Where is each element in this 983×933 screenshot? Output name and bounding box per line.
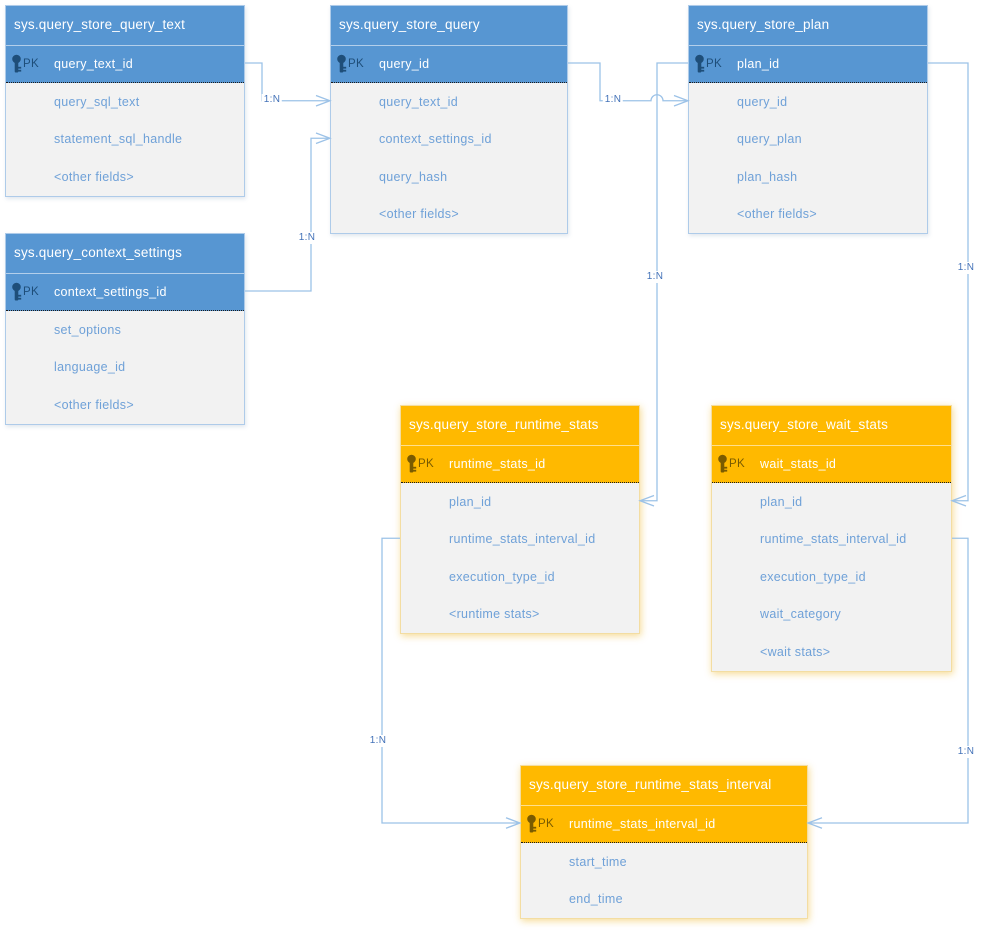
field-row: execution_type_id xyxy=(760,569,866,584)
table-title: sys.query_store_query xyxy=(331,6,567,45)
field-row: query_text_id xyxy=(379,94,458,109)
arrowhead-icon xyxy=(673,94,690,107)
entity-query-store-wait-stats[interactable]: sys.query_store_wait_stats PK wait_stats… xyxy=(711,405,952,672)
field-row: query_id xyxy=(737,94,788,109)
table-title: sys.query_store_plan xyxy=(689,6,927,45)
field-row: runtime_stats_interval_id xyxy=(760,532,907,547)
field-row: statement_sql_handle xyxy=(54,132,183,147)
pk-badge: PK xyxy=(706,58,722,70)
pk-field-name: runtime_stats_id xyxy=(449,457,546,471)
field-row: <other fields> xyxy=(379,207,459,222)
table-title: sys.query_context_settings xyxy=(6,234,244,273)
field-row: wait_category xyxy=(760,607,842,622)
pk-row: PK runtime_stats_id xyxy=(401,445,639,483)
field-row: runtime_stats_interval_id xyxy=(449,532,596,547)
cardinality-label: 1:N xyxy=(367,735,389,747)
cardinality-label: 1:N xyxy=(602,94,624,106)
field-row: end_time xyxy=(569,892,623,907)
pk-row: PK wait_stats_id xyxy=(712,445,951,483)
table-title: sys.query_store_query_text xyxy=(6,6,244,45)
pk-badge: PK xyxy=(348,58,364,70)
pk-badge: PK xyxy=(729,458,745,470)
field-row: <other fields> xyxy=(54,397,134,412)
table-title: sys.query_store_runtime_stats_interval xyxy=(521,766,807,805)
entity-query-store-query-text[interactable]: sys.query_store_query_text PK query_text… xyxy=(5,5,245,197)
table-body: query_id query_plan plan_hash <other fie… xyxy=(689,83,927,233)
arrowhead-icon xyxy=(505,817,522,829)
primary-key-icon xyxy=(717,454,728,474)
pk-badge: PK xyxy=(418,458,434,470)
pk-row: PK query_id xyxy=(331,45,567,83)
pk-row: PK plan_id xyxy=(689,45,927,83)
pk-row: PK context_settings_id xyxy=(6,273,244,311)
cardinality-label: 1:N xyxy=(955,262,977,274)
pk-field-name: runtime_stats_interval_id xyxy=(569,817,716,831)
pk-row: PK query_text_id xyxy=(6,45,244,83)
field-row: <other fields> xyxy=(54,169,134,184)
rel-context-settings-to-query xyxy=(245,137,330,292)
table-body: plan_id runtime_stats_interval_id execut… xyxy=(401,483,639,633)
arrowhead-icon xyxy=(315,132,332,145)
entity-query-store-runtime-stats[interactable]: sys.query_store_runtime_stats PK runtime… xyxy=(400,405,640,634)
pk-row: PK runtime_stats_interval_id xyxy=(521,805,807,843)
entity-query-store-query[interactable]: sys.query_store_query PK query_id query_… xyxy=(330,5,568,234)
primary-key-icon xyxy=(11,282,22,302)
pk-field-name: plan_id xyxy=(737,57,780,71)
cardinality-label: 1:N xyxy=(261,94,283,106)
pk-field-name: query_id xyxy=(379,57,430,71)
field-row: start_time xyxy=(569,854,627,869)
field-row: language_id xyxy=(54,360,126,375)
field-row: query_hash xyxy=(379,169,448,184)
entity-query-store-plan[interactable]: sys.query_store_plan PK plan_id query_id… xyxy=(688,5,928,234)
arrowhead-icon xyxy=(638,494,655,507)
entity-query-store-runtime-stats-interval[interactable]: sys.query_store_runtime_stats_interval P… xyxy=(520,765,808,919)
arrowhead-icon xyxy=(806,817,823,829)
primary-key-icon xyxy=(406,454,417,474)
field-row: execution_type_id xyxy=(449,569,555,584)
primary-key-icon xyxy=(526,814,537,834)
primary-key-icon xyxy=(336,54,347,74)
pk-badge: PK xyxy=(23,58,39,70)
pk-field-name: query_text_id xyxy=(54,57,133,71)
field-row: query_plan xyxy=(737,132,802,147)
table-body: query_sql_text statement_sql_handle <oth… xyxy=(6,83,244,196)
arrowhead-icon xyxy=(950,494,967,507)
cardinality-label: 1:N xyxy=(955,746,977,758)
field-row: set_options xyxy=(54,322,122,337)
entity-query-context-settings[interactable]: sys.query_context_settings PK context_se… xyxy=(5,233,245,425)
field-row: context_settings_id xyxy=(379,132,492,147)
rel-query-to-plan xyxy=(568,62,688,102)
field-row: plan_hash xyxy=(737,169,798,184)
field-row: <other fields> xyxy=(737,207,817,222)
table-body: start_time end_time xyxy=(521,843,807,918)
table-title: sys.query_store_runtime_stats xyxy=(401,406,639,445)
table-body: set_options language_id <other fields> xyxy=(6,311,244,424)
pk-field-name: context_settings_id xyxy=(54,285,167,299)
table-body: plan_id runtime_stats_interval_id execut… xyxy=(712,483,951,671)
cardinality-label: 1:N xyxy=(296,232,318,244)
field-row: plan_id xyxy=(760,494,803,509)
table-body: query_text_id context_settings_id query_… xyxy=(331,83,567,233)
cardinality-label: 1:N xyxy=(644,271,666,283)
primary-key-icon xyxy=(694,54,705,74)
arrowhead-icon xyxy=(315,94,332,107)
pk-badge: PK xyxy=(538,818,554,830)
field-row: <runtime stats> xyxy=(449,607,540,622)
table-title: sys.query_store_wait_stats xyxy=(712,406,951,445)
pk-field-name: wait_stats_id xyxy=(760,457,837,471)
rel-query-text-to-query xyxy=(245,62,330,102)
field-row: plan_id xyxy=(449,494,492,509)
field-row: query_sql_text xyxy=(54,94,140,109)
field-row: <wait stats> xyxy=(760,644,831,659)
primary-key-icon xyxy=(11,54,22,74)
pk-badge: PK xyxy=(23,286,39,298)
